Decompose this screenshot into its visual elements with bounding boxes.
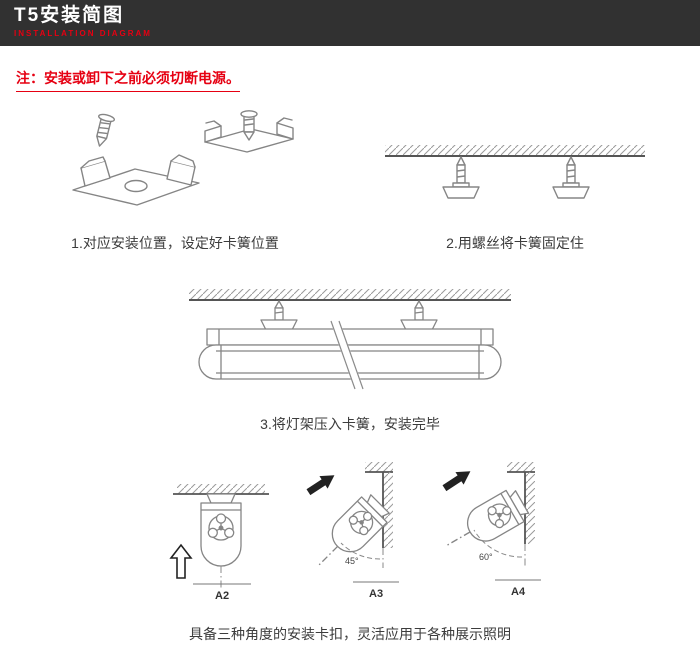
angles-figure: A2: [0, 460, 700, 644]
angle-a2-diagram: A2: [169, 484, 269, 602]
tri-lobe-clip-icon: [487, 503, 512, 529]
label-60deg: 60°: [479, 552, 493, 562]
tri-lobe-clip-icon: [207, 513, 235, 541]
ceiling-hatch: [177, 484, 265, 494]
break-marks: [330, 320, 364, 390]
screw-icon: [414, 300, 424, 321]
header: T5安装简图 INSTALLATION DIAGRAM: [0, 0, 700, 46]
step3-caption: 3.将灯架压入卡簧，安装完毕: [260, 416, 440, 432]
step2-caption: 2.用螺丝将卡簧固定住: [446, 235, 584, 251]
direction-arrow-icon: [306, 475, 335, 496]
tilted-tube-assembly: [317, 494, 390, 567]
screw-icon: [96, 113, 116, 147]
angles-caption: 具备三种角度的安装卡扣，灵活应用于各种展示照明: [189, 626, 511, 642]
step1-illustration: [72, 110, 294, 206]
screw-icon: [274, 300, 284, 321]
page-title: T5安装简图: [14, 5, 125, 26]
tilted-tube-assembly: [445, 489, 530, 547]
angle-arc: [340, 542, 381, 560]
angles-illustration: A2: [169, 462, 541, 602]
angle-a4-diagram: 60° A4: [442, 462, 541, 598]
lamp-housing: [206, 328, 494, 346]
wall-hatch: [525, 472, 535, 544]
label-45deg: 45°: [345, 556, 359, 566]
page-subtitle: INSTALLATION DIAGRAM: [14, 29, 152, 38]
up-arrow-icon: [169, 543, 193, 579]
step1-caption: 1.对应安装位置，设定好卡簧位置: [71, 235, 279, 251]
wall-hatch: [383, 472, 393, 548]
step3-illustration: [189, 289, 511, 391]
ceiling-hatch: [365, 462, 393, 472]
angle-arc: [473, 529, 523, 558]
label-a3: A3: [369, 588, 383, 600]
screw-clip-assembly: [552, 156, 590, 199]
angle-a3-diagram: 45° A3: [306, 462, 399, 600]
label-a2: A2: [215, 590, 229, 602]
step2-figure: 2.用螺丝将卡簧固定住: [375, 141, 655, 253]
ceiling-hatch: [385, 145, 645, 156]
step1-figure: 1.对应安装位置，设定好卡簧位置: [55, 106, 295, 253]
spring-clip-icon: [206, 493, 236, 504]
steps-row: 1.对应安装位置，设定好卡簧位置: [0, 92, 700, 253]
step3-figure: 3.将灯架压入卡簧，安装完毕: [0, 287, 700, 434]
screw-icon: [240, 110, 258, 141]
power-warning-note: 注：安装或卸下之前必须切断电源。: [16, 68, 240, 92]
ceiling-hatch: [507, 462, 535, 472]
direction-arrow-icon: [442, 471, 471, 492]
step2-illustration: [385, 145, 645, 199]
screw-clip-assembly: [442, 156, 480, 199]
tri-lobe-clip-icon: [348, 510, 374, 536]
label-a4: A4: [511, 586, 526, 598]
ceiling-hatch: [189, 289, 511, 300]
spring-clip-icon: [72, 154, 200, 206]
break-gap: [330, 319, 364, 391]
